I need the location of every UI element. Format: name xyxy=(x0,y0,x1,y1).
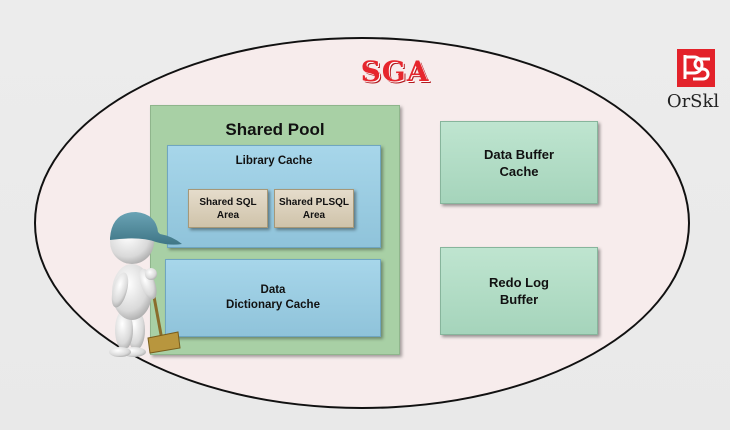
library-cache-label: Library Cache xyxy=(235,155,313,167)
shared-plsql-area-line2: Area xyxy=(302,209,326,221)
data-buffer-cache-box: Data Buffer Cache xyxy=(440,121,598,204)
data-dictionary-cache-line1: Data xyxy=(260,284,286,296)
orskl-logo-icon xyxy=(677,49,715,87)
cleaner-figure-icon xyxy=(109,212,182,357)
shared-plsql-area-line1: Shared PLSQL xyxy=(278,196,349,208)
shared-sql-area-line2: Area xyxy=(216,209,240,221)
data-buffer-cache-line1: Data Buffer xyxy=(483,146,555,162)
sga-title: SGA xyxy=(360,55,430,88)
redo-log-buffer-line2: Buffer xyxy=(499,292,539,307)
data-dictionary-cache-line2: Dictionary Cache xyxy=(226,299,320,311)
shared-pool-title: Shared Pool xyxy=(225,120,325,139)
logo-text: OrSkl xyxy=(666,91,720,112)
shared-sql-area-line1: Shared SQL xyxy=(199,196,257,208)
data-dictionary-cache-box: Data Dictionary Cache xyxy=(165,259,381,337)
shared-sql-area-box: Shared SQL Area xyxy=(188,189,268,228)
redo-log-buffer-box: Redo Log Buffer xyxy=(440,247,598,335)
shared-plsql-area-box: Shared PLSQL Area xyxy=(274,189,354,228)
data-buffer-cache-line2: Cache xyxy=(499,163,539,179)
redo-log-buffer-line1: Redo Log xyxy=(489,275,549,290)
